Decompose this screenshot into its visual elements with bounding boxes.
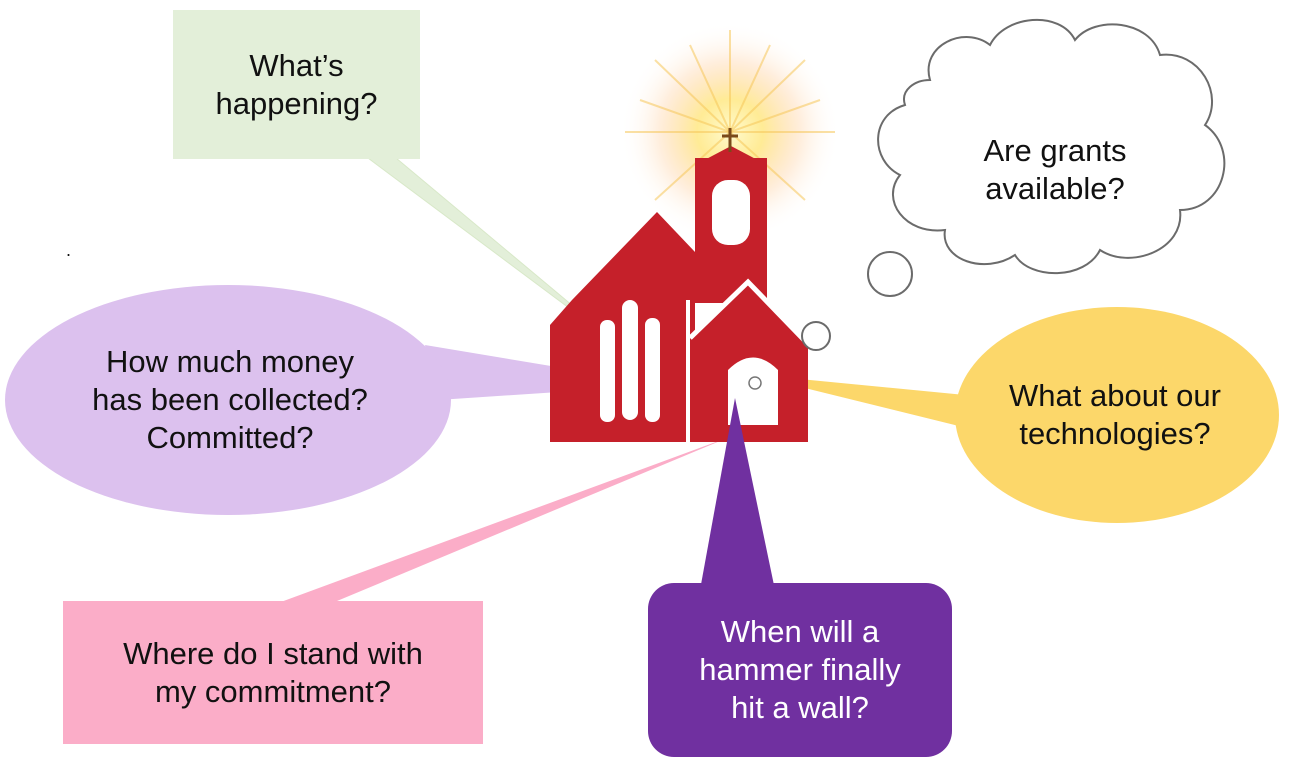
commitment-question: Where do I stand with my commitment? [123, 635, 423, 709]
thought-dot-small [801, 321, 831, 351]
church-icon [550, 128, 808, 442]
church-door-window [728, 357, 778, 425]
thought-dot-large [867, 251, 913, 297]
technologies-callout [955, 307, 1279, 523]
happening-callout [173, 10, 420, 159]
church-door-knob [748, 376, 762, 390]
church-roof-outline [688, 278, 808, 344]
grants-question: Are grants available? [983, 133, 1127, 206]
church-tower-roof [695, 146, 767, 165]
commitment-callout [63, 601, 483, 744]
church-window-3 [645, 318, 660, 422]
grants-thought-cloud [877, 19, 1226, 275]
hammer-callout-tail [700, 398, 775, 590]
commitment-callout-tail [270, 436, 732, 606]
church-tower-window [712, 180, 750, 245]
technologies-question: What about our technologies? [1009, 378, 1221, 451]
money-callout [5, 285, 451, 515]
church-window-2 [622, 300, 638, 420]
cross-icon [722, 128, 738, 152]
happening-question: What’s happening? [215, 47, 378, 121]
hammer-callout [648, 583, 952, 757]
church-window-1 [600, 320, 615, 422]
stray-mark: . [66, 240, 72, 260]
money-question: How much money has been collected? Commi… [92, 344, 368, 455]
hammer-question: When will a hammer finally hit a wall? [699, 614, 901, 725]
